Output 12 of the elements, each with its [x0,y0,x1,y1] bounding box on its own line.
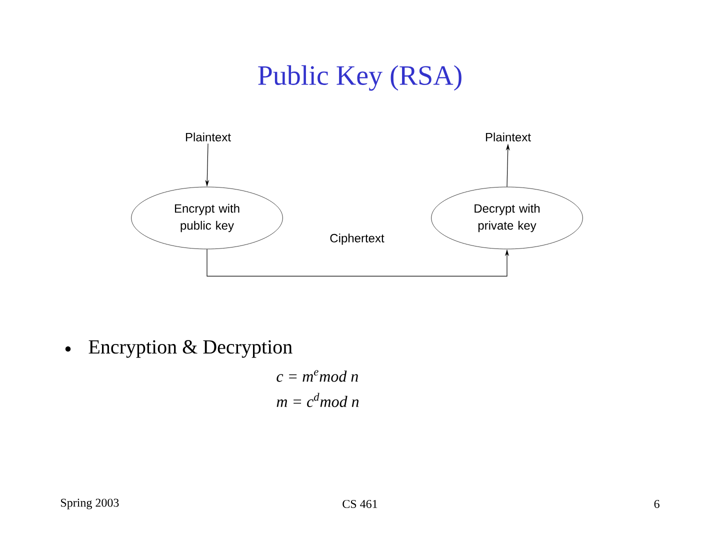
ellipse-node: Decrypt with private key [431,186,583,250]
text-label: Plaintext [486,132,531,142]
footer-text: CS 461 [342,500,378,508]
page-number: 6 [654,500,660,508]
bullet-text: Encryption & Decryption [88,340,292,358]
edge-label: Ciphertext [328,232,386,246]
slide-title: Public Key (RSA) [258,65,462,91]
text-label: Plaintext [186,132,231,142]
formula-text: m = c$^{d}$mod n [276,392,359,408]
ellipse-node: Encrypt with public key [131,186,283,250]
footer-text: Spring 2003 [61,498,119,510]
formula-text: c = m$^{e}$mod n [276,370,358,382]
